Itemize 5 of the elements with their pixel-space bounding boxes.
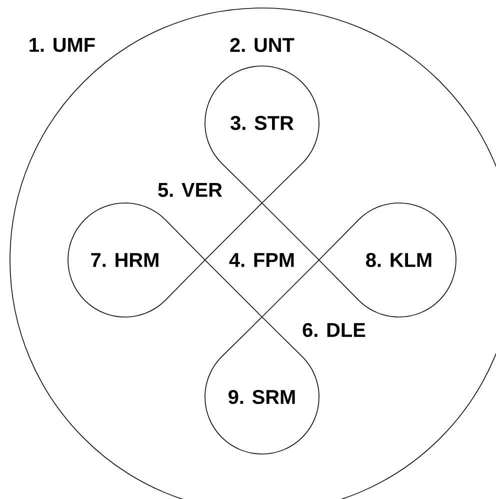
lobe: 8. KLM: [318, 202, 456, 318]
region-label: 6. DLE: [302, 322, 366, 338]
region-label: 4. FPM: [229, 253, 294, 267]
lobe: 7. HRM: [68, 202, 206, 318]
region-label: 5. VER: [158, 183, 222, 197]
